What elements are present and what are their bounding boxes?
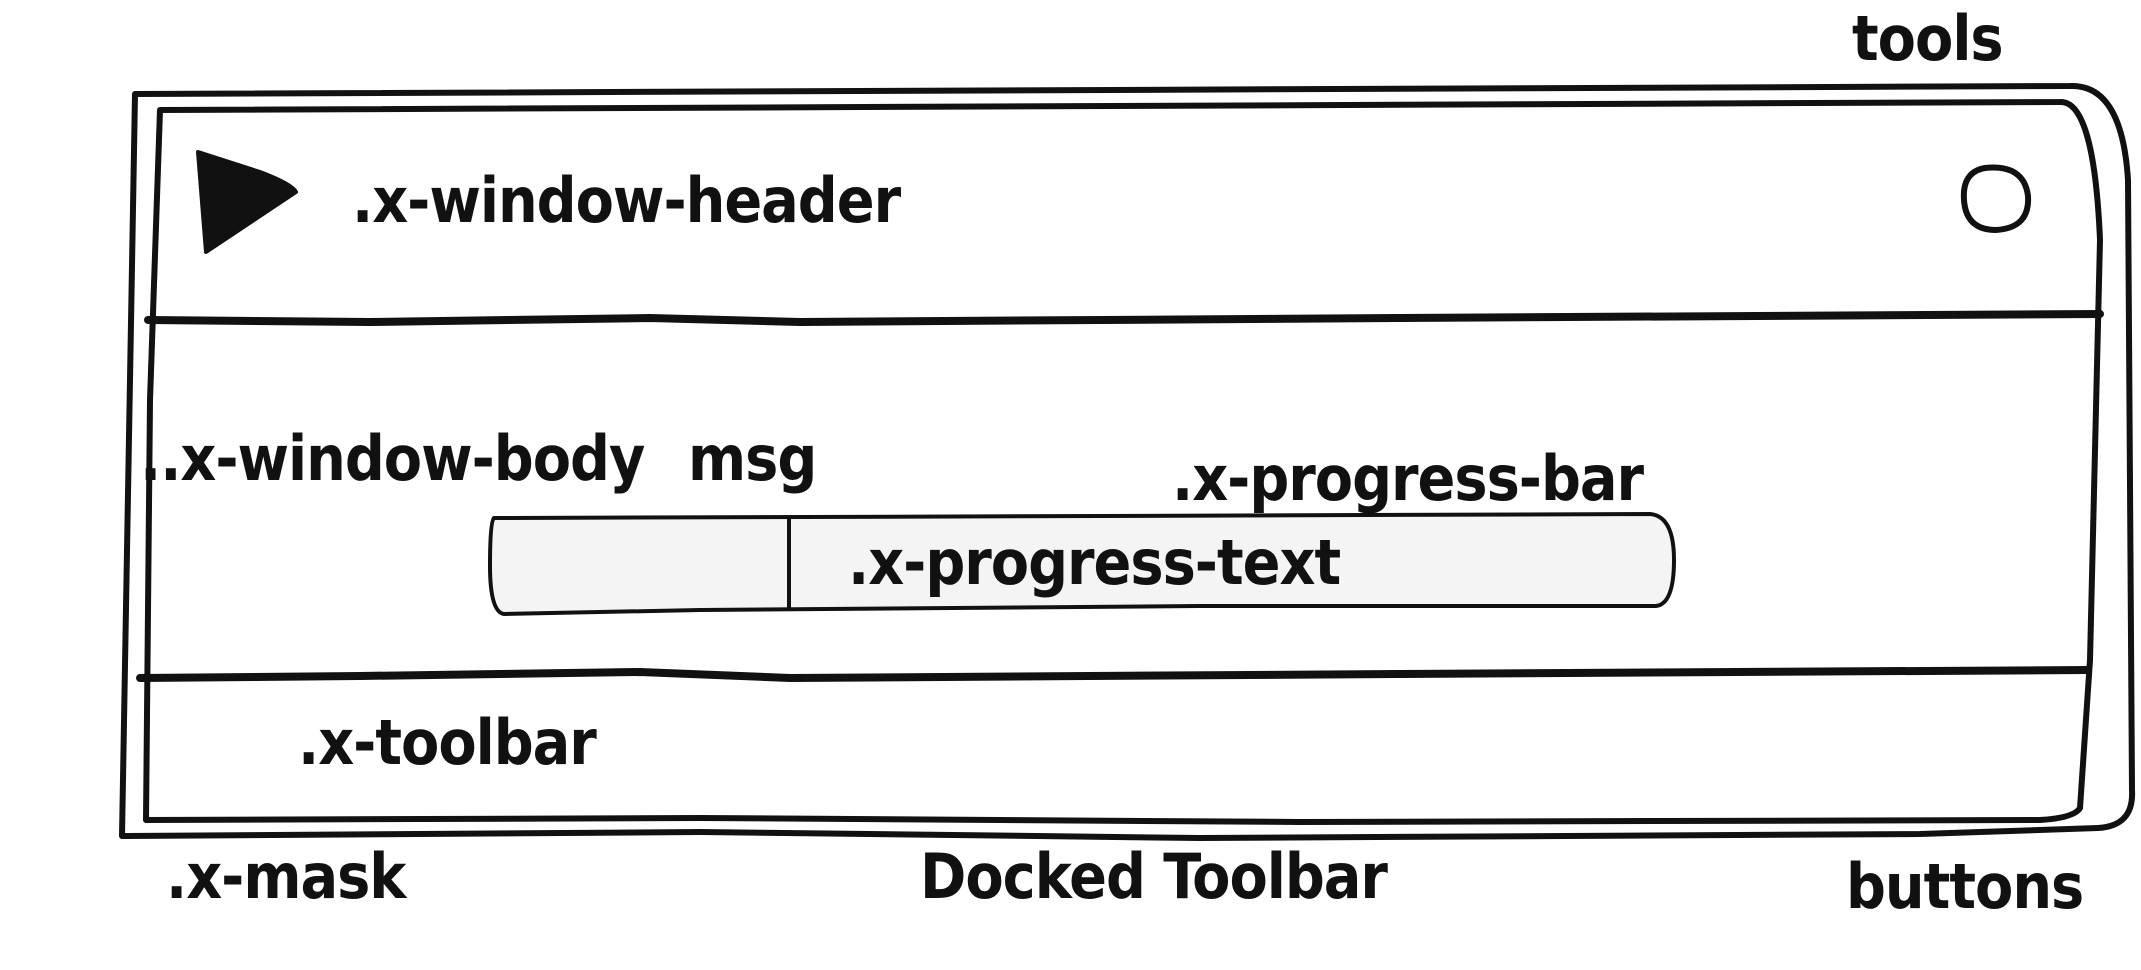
buttons-label: buttons (1846, 850, 2084, 923)
window-frame (143, 99, 2103, 825)
tools-label: tools (1852, 2, 2004, 75)
progress-bar (487, 511, 1677, 617)
mask-label: .x-mask (166, 840, 406, 913)
header-divider (144, 310, 2104, 326)
docked-toolbar-label: Docked Toolbar (920, 840, 1388, 913)
toolbar-divider (136, 666, 2092, 682)
window-header-label: .x-window-header (352, 164, 901, 237)
circle-tool-icon[interactable] (1960, 164, 2032, 234)
mask-frame (119, 82, 2136, 841)
play-triangle-icon (196, 150, 298, 254)
window-body-label: ..x-window-body (140, 422, 645, 495)
progress-text-label: .x-progress-text (848, 526, 1341, 599)
progress-track (487, 511, 1677, 617)
toolbar-label: .x-toolbar (298, 706, 597, 779)
msg-label: msg (688, 422, 817, 495)
progress-bar-label: .x-progress-bar (1172, 442, 1644, 515)
